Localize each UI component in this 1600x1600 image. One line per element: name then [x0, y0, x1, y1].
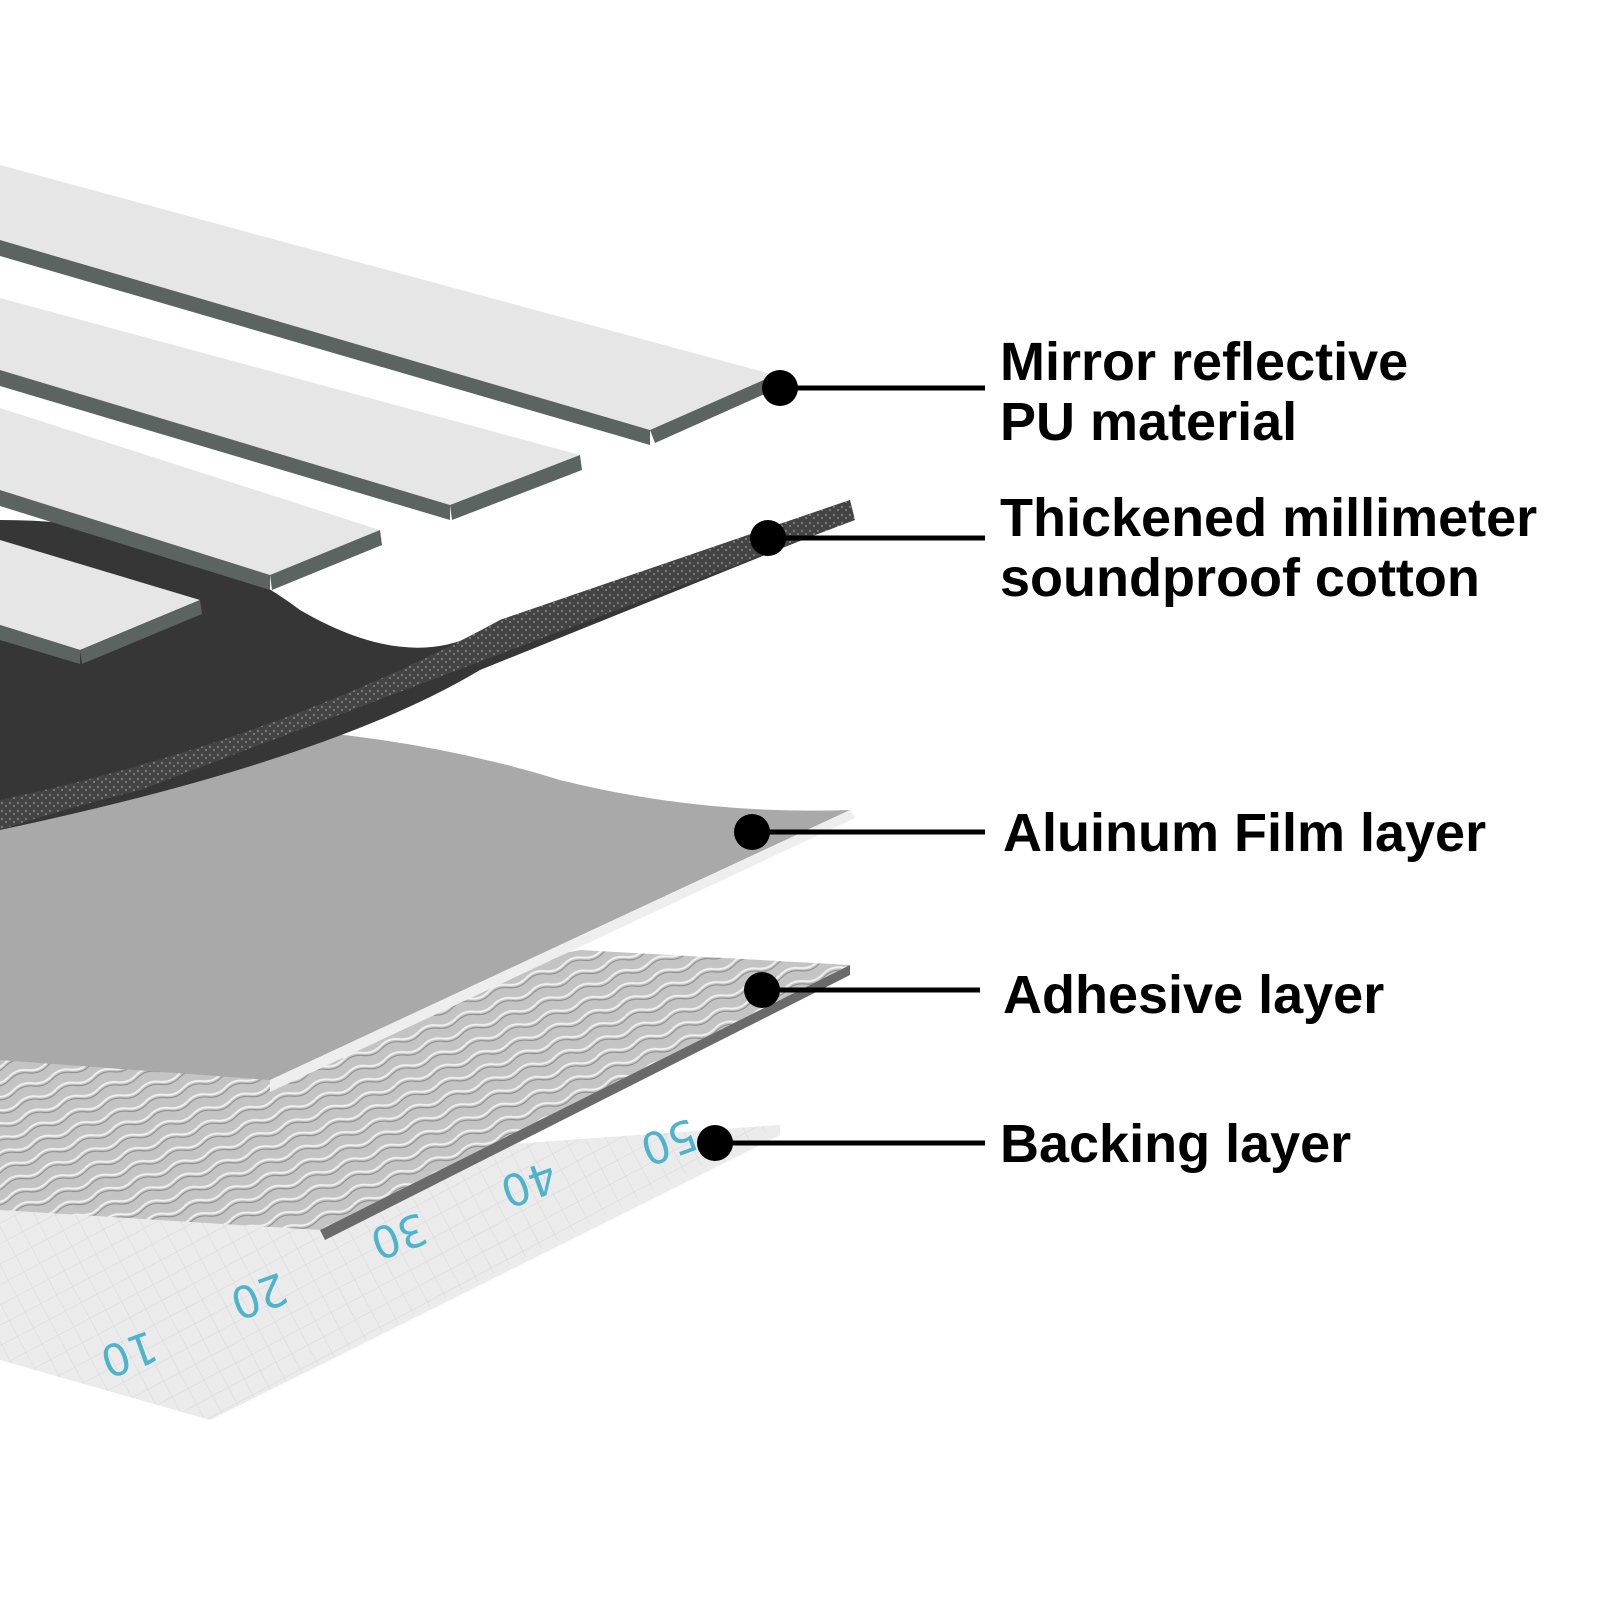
label-aluminum: Aluinum Film layer — [1003, 803, 1486, 863]
callout-dot-backing — [697, 1125, 733, 1161]
label-adhesive: Adhesive layer — [1003, 965, 1384, 1025]
callout-dots — [697, 370, 798, 1161]
callout-dot-adhesive — [744, 972, 780, 1008]
label-adhesive-line1: Adhesive layer — [1003, 965, 1385, 1025]
label-cotton-line1: Thickened millimeter — [1000, 488, 1538, 548]
label-cotton-line2: soundproof cotton — [1000, 548, 1480, 608]
cotton-edge — [0, 500, 855, 830]
label-aluminum-line1: Aluinum Film layer — [1003, 803, 1487, 863]
callout-dot-cotton — [750, 520, 786, 556]
label-mirror-line2: PU material — [1000, 392, 1298, 452]
mirror-strips — [0, 165, 778, 664]
callout-dot-aluminum — [734, 814, 770, 850]
adhesive-edge — [320, 965, 850, 1240]
aluminum-layer — [0, 726, 850, 1080]
label-cotton: Thickened millimeter soundproof cotton — [1000, 488, 1537, 608]
label-mirror: Mirror reflective PU material — [1000, 332, 1408, 452]
label-backing: Backing layer — [1000, 1114, 1351, 1174]
callout-dot-mirror — [762, 370, 798, 406]
callouts — [715, 385, 985, 1146]
aluminum-edge — [270, 810, 855, 1092]
label-mirror-line1: Mirror reflective — [1000, 332, 1409, 392]
label-backing-line1: Backing layer — [1000, 1114, 1352, 1174]
